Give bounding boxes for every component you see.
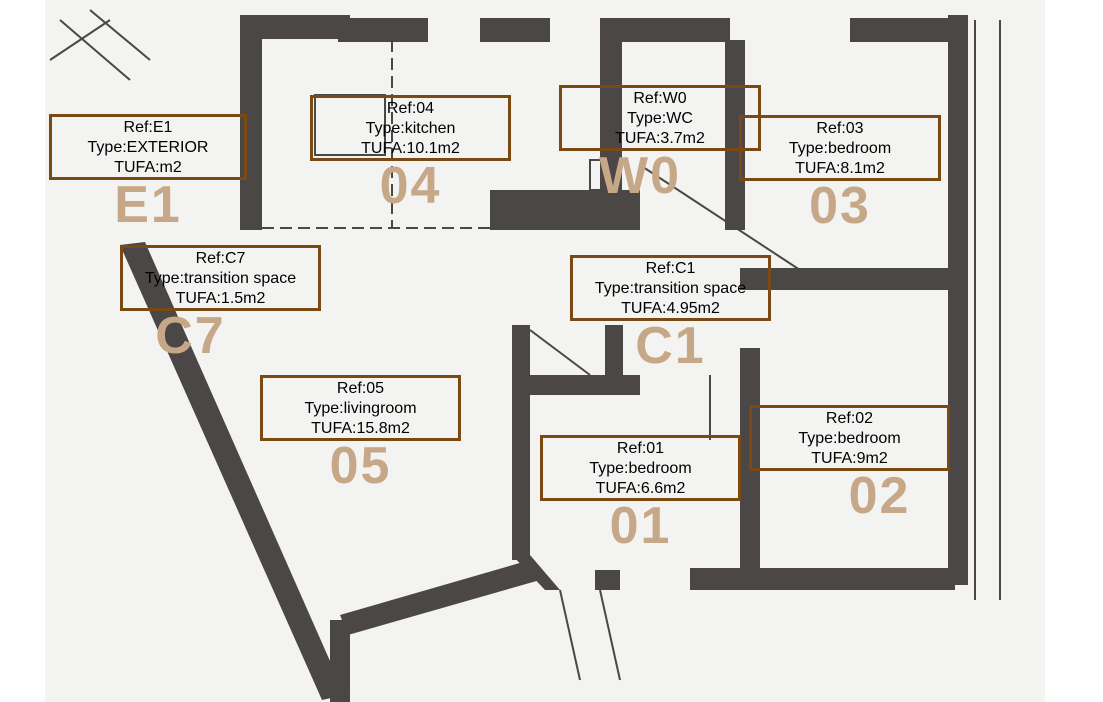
room-tufa: TUFA:3.7m2 [615, 130, 705, 147]
room-ref: Ref:05 [336, 380, 385, 397]
room-tufa: TUFA:1.5m2 [175, 290, 266, 307]
room-tufa: TUFA:15.8m2 [311, 420, 410, 437]
room-type: Type:kitchen [365, 120, 456, 137]
room-type: Type:bedroom [589, 460, 692, 477]
room-ref: Ref:02 [825, 410, 874, 427]
room-tufa: TUFA:10.1m2 [361, 140, 460, 157]
room-id-watermark: 05 [329, 437, 392, 495]
room-id-watermark: 01 [609, 497, 672, 555]
room-tufa: TUFA:4.95m2 [621, 300, 720, 317]
room-tufa: TUFA:9m2 [811, 450, 888, 467]
room-id-watermark: 04 [379, 157, 442, 215]
room-type: Type:EXTERIOR [87, 139, 209, 156]
room-id-watermark: W0 [599, 147, 681, 205]
room-type: Type:transition space [144, 270, 297, 287]
room-ref: Ref:03 [816, 120, 864, 137]
room-tufa: TUFA:6.6m2 [595, 480, 686, 497]
room-type: Type:bedroom [788, 140, 892, 157]
room-id-watermark: C7 [155, 307, 226, 365]
room-ref: Ref:04 [386, 100, 435, 117]
room-id-watermark: E1 [114, 176, 182, 234]
room-type: Type:transition space [594, 280, 747, 297]
room-type: Type:bedroom [798, 430, 901, 447]
room-type: Type:WC [627, 110, 693, 127]
room-type: Type:livingroom [304, 400, 417, 417]
room-ref: Ref:01 [616, 440, 665, 457]
room-ref: Ref:C7 [195, 250, 246, 267]
room-id-watermark: C1 [635, 317, 706, 375]
room-ref: Ref:E1 [123, 119, 173, 136]
room-tufa: TUFA:8.1m2 [795, 160, 885, 177]
room-id-watermark: 02 [848, 467, 911, 525]
room-tufa: TUFA:m2 [114, 159, 182, 176]
room-ref: Ref:C1 [645, 260, 696, 277]
room-ref: Ref:W0 [633, 90, 687, 107]
room-id-watermark: 03 [809, 177, 871, 235]
